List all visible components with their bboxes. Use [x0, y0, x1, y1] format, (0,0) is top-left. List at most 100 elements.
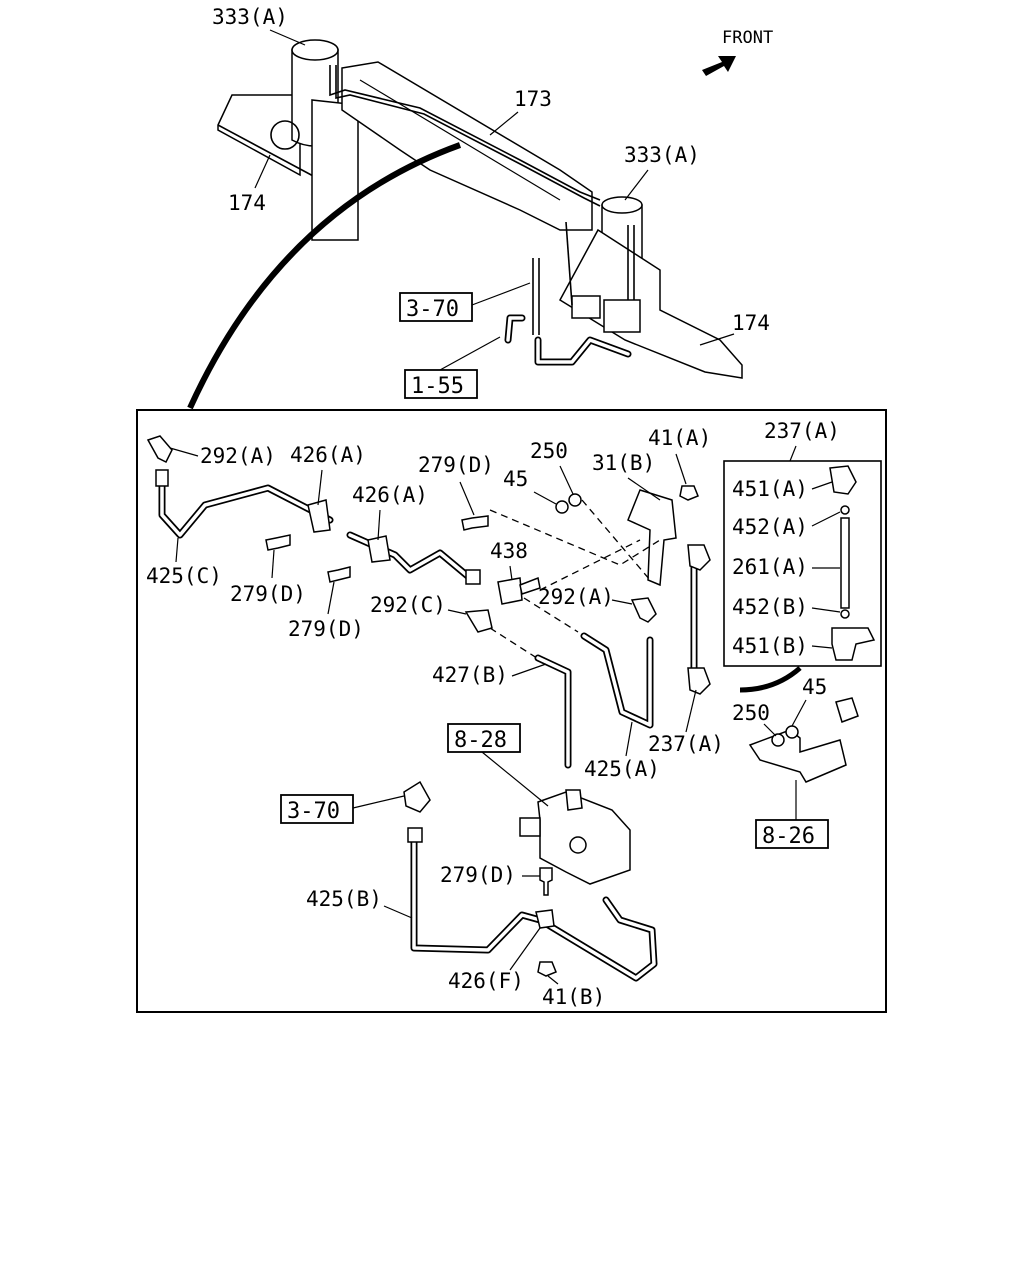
leader-ref-1-55	[439, 336, 501, 371]
label-237a-lower: 237(A)	[648, 732, 724, 756]
tee-438	[497, 577, 523, 605]
label-425a: 425(A)	[584, 757, 660, 781]
label-292a-left: 292(A)	[200, 444, 276, 468]
nut-left	[155, 469, 169, 487]
link-rod	[565, 221, 573, 306]
valve-8-26	[748, 729, 847, 783]
valve-block-hole	[569, 836, 587, 854]
top-view-assembly	[217, 39, 743, 379]
leader-ref-3-70-top	[471, 282, 531, 306]
detail-labels: 292(A) 426(A) 279(D) 250 41(A) 237(A) 45…	[146, 419, 841, 1009]
frame-rail-right	[559, 228, 743, 379]
hose-end-bottom	[687, 667, 711, 695]
label-426a-mid: 426(A)	[352, 483, 428, 507]
fitting-3-70-lower	[403, 780, 431, 813]
tee-438-arm	[519, 576, 541, 595]
leader-333a-right	[624, 169, 649, 201]
ref-1-55: 1-55	[411, 374, 464, 399]
ref-box-3-70-lower	[280, 794, 354, 824]
bracket-31b	[627, 489, 677, 587]
dash-bolt-bracket	[489, 509, 661, 566]
washer-250-top	[568, 493, 582, 507]
leader-174-left	[254, 154, 271, 189]
valve-8-26-connector	[835, 697, 859, 723]
label-452b: 452(B)	[732, 595, 808, 619]
banjo-451a	[829, 465, 857, 495]
bolt-279d-1	[461, 515, 489, 531]
label-45-right: 45	[802, 675, 827, 699]
label-426a-top: 426(A)	[290, 443, 366, 467]
reservoir-tank-right-cap	[601, 196, 643, 214]
label-41a: 41(A)	[648, 426, 711, 450]
nut-45-top	[555, 500, 569, 514]
fitting-292c	[464, 609, 493, 633]
fitting-292a-left	[146, 435, 173, 464]
brake-line-top	[329, 65, 601, 201]
label-174-left: 174	[228, 191, 266, 215]
banjo-451b	[831, 627, 876, 661]
label-292c: 292(C)	[370, 593, 446, 617]
clamp-426a-2	[367, 535, 391, 563]
label-173: 173	[514, 87, 552, 111]
washer-452a	[840, 505, 850, 515]
clamp-426f	[535, 909, 555, 929]
label-425b: 425(B)	[306, 887, 382, 911]
label-451b: 451(B)	[732, 634, 808, 658]
detail-parts	[146, 435, 876, 982]
ref-box-8-26	[755, 819, 829, 849]
bolt-279d-lower	[539, 867, 553, 896]
dash-292c-427b	[489, 627, 541, 661]
label-426f: 426(F)	[448, 969, 524, 993]
label-427b: 427(B)	[432, 663, 508, 687]
top-view-labels: 333(A) 173 333(A) 174 174 3-70 1-55	[212, 5, 770, 399]
hose-end-top	[687, 544, 711, 571]
valve-top	[571, 295, 601, 319]
callout-arc	[187, 142, 462, 410]
label-279d-lower: 279(D)	[440, 863, 516, 887]
pipe-425a	[580, 632, 654, 729]
frame-post	[311, 99, 359, 241]
nut-41a-top	[679, 485, 699, 501]
ref-8-26: 8-26	[762, 824, 815, 849]
dash-tee-bracket	[539, 539, 641, 591]
front-label: FRONT	[722, 28, 773, 48]
brake-line-top-2	[335, 65, 601, 207]
ref-3-70-top: 3-70	[406, 297, 459, 322]
label-261a: 261(A)	[732, 555, 808, 579]
label-279d-top: 279(D)	[418, 453, 494, 477]
ref-3-70-lower: 3-70	[287, 799, 340, 824]
label-250-top: 250	[530, 439, 568, 463]
front-arrow-icon	[702, 56, 736, 76]
bolt-279d-2	[265, 534, 291, 551]
bolt-261a	[840, 517, 850, 609]
pipe-427b	[534, 654, 572, 769]
inset-frame-237a	[723, 460, 882, 667]
crossmember-173	[341, 61, 593, 231]
label-41b: 41(B)	[542, 985, 605, 1009]
leader-173	[489, 111, 519, 136]
label-333a-left: 333(A)	[212, 5, 288, 29]
clamp-426a-1	[307, 499, 331, 533]
leader-333a-left	[269, 29, 306, 46]
label-45-top: 45	[503, 467, 528, 491]
washer-452b	[840, 609, 850, 619]
label-333a-right: 333(A)	[624, 143, 700, 167]
nut-45-right	[785, 725, 799, 739]
bolt-279d-3	[327, 566, 351, 583]
crossmember-edge	[359, 79, 561, 201]
valve-block-fitting	[565, 789, 583, 811]
fitting-292a-mid	[630, 597, 657, 623]
label-279d-mid: 279(D)	[288, 617, 364, 641]
ref-box-8-28	[447, 723, 521, 753]
ref-8-28: 8-28	[454, 728, 507, 753]
label-451a: 451(A)	[732, 477, 808, 501]
label-438: 438	[490, 539, 528, 563]
nut-425b	[407, 827, 423, 843]
label-174-right: 174	[732, 311, 770, 335]
label-31b: 31(B)	[592, 451, 655, 475]
nut-41b	[537, 961, 557, 977]
label-292a-mid: 292(A)	[538, 585, 614, 609]
dash-tee-425a	[523, 597, 579, 633]
